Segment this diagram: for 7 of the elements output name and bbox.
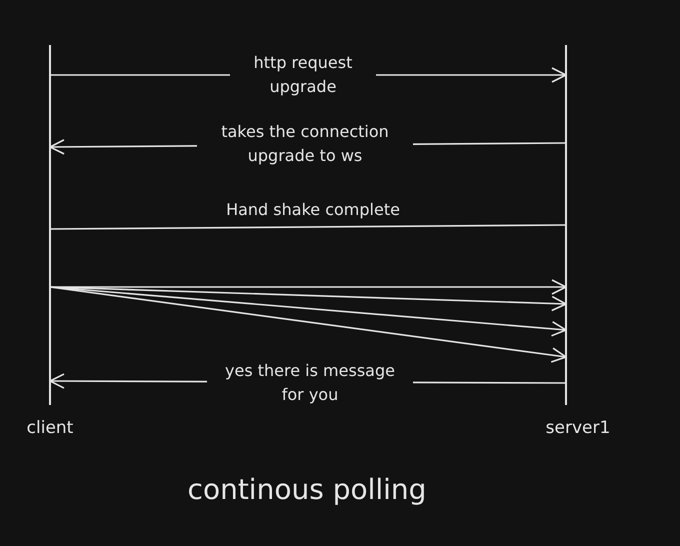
arrow [50, 286, 567, 312]
caption: continous polling [188, 472, 426, 508]
arrow [50, 286, 567, 363]
connector-line [50, 224, 566, 230]
participant-label: client [26, 417, 74, 439]
participant-label: server1 [546, 417, 610, 439]
arrow [50, 279, 567, 295]
